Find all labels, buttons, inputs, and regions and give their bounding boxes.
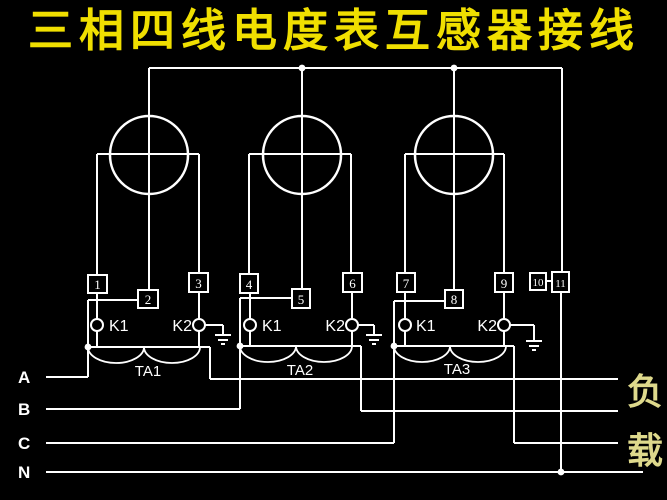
k1-label: K1 [262,318,282,335]
terminal-box-6: 6 [342,272,363,293]
k1-terminal [90,318,104,332]
terminal-number: 2 [145,292,152,307]
phase-label-n: N [18,463,30,482]
terminal-number: 5 [298,292,305,307]
terminal-box-8: 8 [444,289,464,309]
k2-terminal [497,318,511,332]
load-label: 负 载 [627,371,663,471]
ta2-label: TA2 [287,362,313,379]
terminal-number: 11 [555,278,566,290]
phase-label-a: A [18,368,30,387]
terminal-number: 6 [349,276,356,291]
terminal-number: 4 [246,277,253,292]
terminal-box-4: 4 [239,273,259,294]
terminal-number: 7 [403,276,410,291]
terminal-strip: 1 2 3 4 5 6 7 8 [87,271,570,309]
terminal-box-1: 1 [87,274,108,294]
load-char-2: 载 [627,430,663,471]
k1-label: K1 [109,318,129,335]
k1-label: K1 [416,318,436,335]
current-transformer-ta1: K1 K2 TA1 [87,292,231,380]
k2-label: K2 [325,318,345,335]
k1-terminal [398,318,412,332]
terminal-box-7: 7 [396,272,416,293]
terminal-number: 9 [501,276,508,291]
page-title: 三相四线电度表互感器接线 [28,5,640,56]
terminal-box-10: 10 [529,272,547,291]
terminal-box-11: 11 [551,271,570,293]
phase-label-c: C [18,434,30,453]
k2-label: K2 [172,318,192,335]
current-transformer-ta2: K1 K2 TA2 [239,292,382,379]
ground-symbol [205,324,231,345]
load-char-1: 负 [627,371,663,412]
phase-label-b: B [18,400,30,419]
ground-symbol [510,324,542,351]
ta1-label: TA1 [135,363,161,380]
ground-symbol [358,324,382,345]
k2-terminal [192,318,206,332]
ct-secondary-winding [87,346,201,364]
terminal-number: 10 [533,277,545,289]
meter-elements [96,114,505,275]
ct-secondary-winding [239,345,353,363]
k1-terminal [243,318,257,332]
current-transformer-ta3: K1 K2 TA3 [393,292,542,378]
ta3-label: TA3 [444,361,470,378]
terminal-box-5: 5 [291,288,311,309]
terminal-number: 8 [451,292,458,307]
terminal-number: 3 [195,276,202,291]
terminal-number: 1 [94,277,101,292]
terminal-box-3: 3 [188,272,209,293]
junction-dot [450,64,458,72]
k2-terminal [345,318,359,332]
terminal-box-2: 2 [137,289,159,309]
phase-labels: A B C N [18,368,30,482]
voltage-coil-common-bus [148,64,565,476]
k2-label: K2 [477,318,497,335]
phase-line-c [46,300,618,444]
terminal-box-9: 9 [494,272,514,293]
junction-dot [298,64,306,72]
ct-secondary-winding [393,345,507,363]
